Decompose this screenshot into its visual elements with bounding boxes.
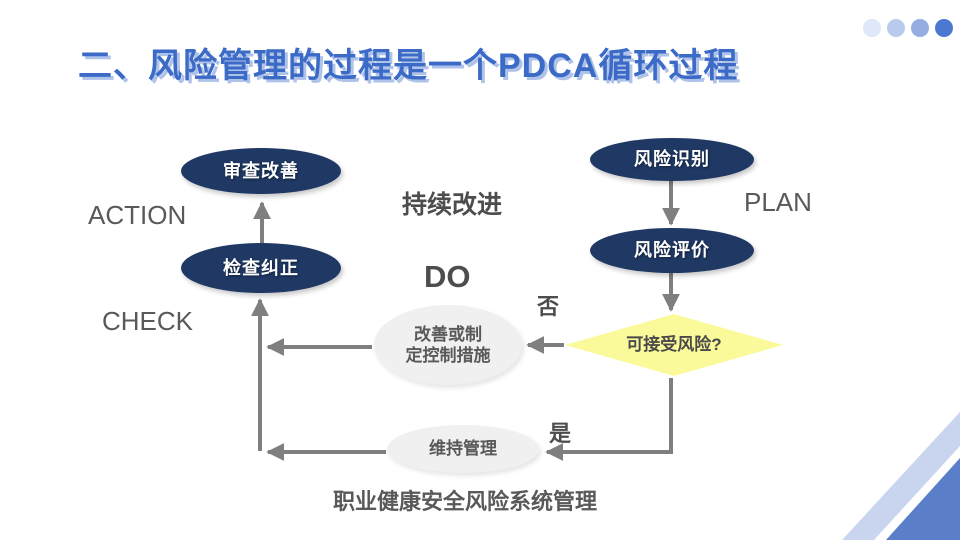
phase-label-do: DO — [424, 259, 471, 294]
phase-label-action: ACTION — [88, 200, 187, 230]
node-check-correction: 检查纠正 — [181, 243, 341, 293]
corner-triangle — [886, 458, 960, 540]
node-maintain-management-label: 维持管理 — [429, 439, 497, 459]
decision-acceptable-risk: 可接受风险? — [565, 314, 783, 376]
dot-3 — [911, 19, 929, 37]
diagram-caption: 职业健康安全风险系统管理 — [333, 489, 598, 514]
node-improve-or-set-controls-label: 改善或制 定控制措施 — [405, 324, 491, 365]
phase-label-check: CHECK — [102, 306, 194, 336]
corner-dots-decoration — [863, 19, 953, 37]
dot-2 — [887, 19, 905, 37]
node-review-improvement: 审查改善 — [181, 148, 341, 194]
node-risk-identification-label: 风险识别 — [634, 149, 710, 170]
node-maintain-management: 维持管理 — [387, 425, 539, 473]
label-yes-branch: 是 — [549, 421, 572, 446]
page-title: 二、风险管理的过程是一个PDCA循环过程 — [78, 47, 739, 85]
label-no-branch: 否 — [537, 294, 560, 319]
corner-ribbon-decoration — [842, 412, 960, 540]
dot-4 — [935, 19, 953, 37]
node-check-correction-label: 检查纠正 — [223, 257, 299, 278]
node-improve-or-set-controls: 改善或制 定控制措施 — [374, 305, 522, 385]
node-risk-identification: 风险识别 — [590, 138, 754, 181]
corner-stripe — [842, 412, 960, 540]
label-continuous-improvement: 持续改进 — [402, 191, 503, 219]
node-risk-evaluation: 风险评价 — [590, 228, 754, 273]
dot-1 — [863, 19, 881, 37]
node-risk-evaluation-label: 风险评价 — [634, 240, 710, 261]
phase-label-plan: PLAN — [744, 187, 812, 217]
node-review-improvement-label: 审查改善 — [223, 160, 299, 181]
decision-acceptable-risk-label: 可接受风险? — [626, 335, 722, 355]
